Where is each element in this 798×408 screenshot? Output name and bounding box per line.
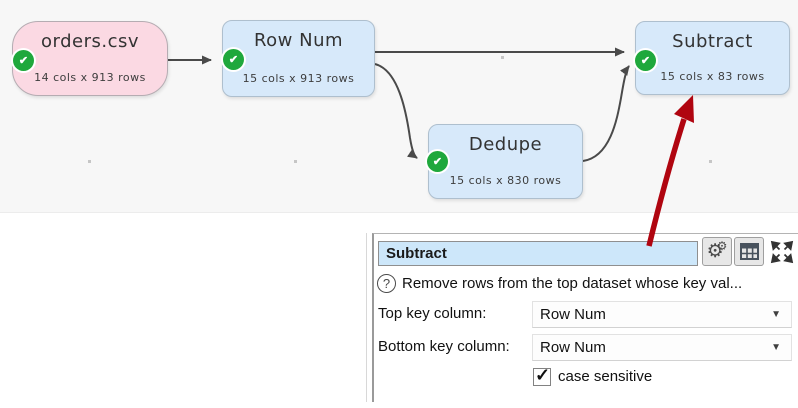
node-subtitle: 15 cols x 83 rows [660, 70, 765, 83]
node-subtitle: 15 cols x 913 rows [242, 72, 355, 85]
chevron-down-icon: ▼ [771, 342, 781, 353]
transform-name-input[interactable]: Subtract [378, 241, 698, 266]
chevron-down-icon: ▼ [771, 309, 781, 320]
help-icon[interactable]: ? [377, 274, 396, 293]
node-title: orders.csv [40, 31, 140, 52]
pane-divider [366, 233, 367, 402]
grid-dot [709, 160, 712, 163]
grid-dot [294, 160, 297, 163]
top-key-column-label: Top key column: [378, 305, 487, 322]
status-ok-icon: ✔ [223, 49, 244, 70]
node-subtitle: 14 cols x 913 rows [34, 71, 146, 84]
status-ok-icon: ✔ [635, 50, 656, 71]
flow-canvas[interactable]: orders.csv 14 cols x 913 rows Row Num 15… [0, 0, 798, 213]
settings-gear-button[interactable]: ⚙ ⚙ [702, 237, 732, 266]
gear-icon: ⚙ [716, 239, 728, 253]
grid-dot [88, 160, 91, 163]
show-table-button[interactable] [734, 237, 764, 266]
status-ok-icon: ✔ [427, 151, 448, 172]
node-orders-csv[interactable]: orders.csv 14 cols x 913 rows [12, 21, 168, 96]
expand-arrows-icon [770, 240, 793, 263]
grid-dot [501, 56, 504, 59]
bottom-key-column-select[interactable]: Row Num ▼ [532, 334, 792, 361]
case-sensitive-checkbox[interactable]: ✓ [533, 365, 551, 386]
node-row-num[interactable]: Row Num 15 cols x 913 rows [222, 20, 375, 97]
table-icon [739, 243, 759, 260]
status-ok-icon: ✔ [13, 50, 34, 71]
node-title: Dedupe [468, 134, 543, 155]
case-sensitive-label: case sensitive [558, 368, 653, 385]
bottom-key-column-label: Bottom key column: [378, 338, 510, 355]
node-title: Row Num [253, 30, 344, 51]
transform-properties-panel: Subtract ⚙ ⚙ [372, 233, 798, 402]
selected-value: Row Num [540, 306, 606, 323]
gear-icon: ⚙ [706, 241, 724, 262]
node-subtitle: 15 cols x 830 rows [449, 174, 562, 187]
node-subtract[interactable]: Subtract 15 cols x 83 rows [635, 21, 790, 95]
transform-description: Remove rows from the top dataset whose k… [402, 275, 743, 292]
selected-value: Row Num [540, 339, 606, 356]
maximize-panel-button[interactable] [766, 237, 797, 266]
node-dedupe[interactable]: Dedupe 15 cols x 830 rows [428, 124, 583, 199]
node-title: Subtract [672, 31, 753, 52]
checkmark-icon: ✓ [535, 365, 551, 385]
top-key-column-select[interactable]: Row Num ▼ [532, 301, 792, 328]
